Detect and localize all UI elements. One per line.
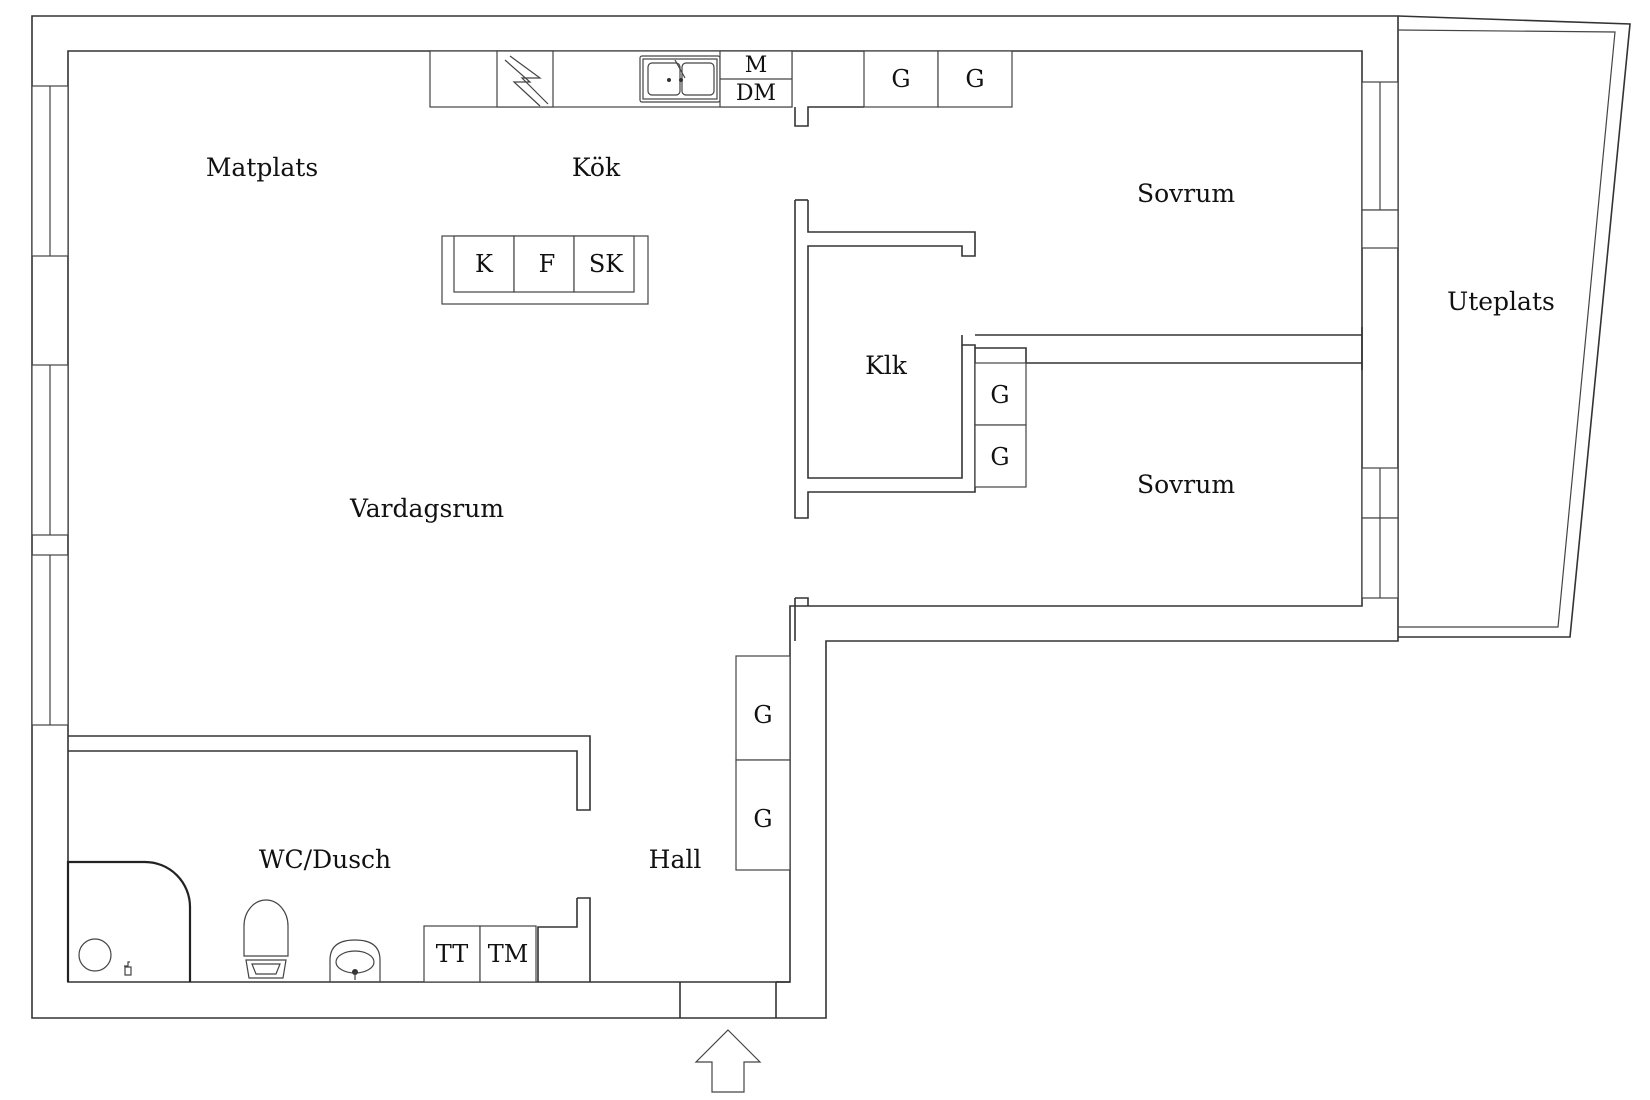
closet-label: G bbox=[753, 701, 772, 729]
closet-label: G bbox=[990, 381, 1009, 409]
room-label-uteplats: Uteplats bbox=[1447, 287, 1555, 316]
washer-label: TM bbox=[488, 940, 529, 968]
fridge-label: K bbox=[475, 250, 494, 278]
appliance-block bbox=[719, 50, 793, 108]
closet-block-hall bbox=[735, 655, 791, 871]
room-label-vardagsrum: Vardagsrum bbox=[349, 494, 504, 523]
windows-right bbox=[1361, 81, 1399, 599]
room-label-matplats: Matplats bbox=[206, 153, 318, 182]
kitchen-sink-icon bbox=[639, 55, 721, 103]
freezer-label: F bbox=[539, 250, 556, 278]
terrace-outline bbox=[1397, 15, 1631, 638]
room-label-klk: Klk bbox=[865, 351, 908, 380]
interior-walls bbox=[68, 106, 1363, 1018]
washbasin-icon bbox=[329, 939, 381, 983]
shower-icon bbox=[66, 860, 192, 982]
closet-block-bedroom1 bbox=[863, 50, 1013, 108]
dryer-label: TT bbox=[436, 940, 468, 968]
toilet-icon bbox=[243, 899, 289, 979]
laundry-block bbox=[423, 925, 537, 983]
closet-label: G bbox=[990, 443, 1009, 471]
closet-block-bedroom2 bbox=[974, 362, 1027, 488]
room-label-hall: Hall bbox=[649, 845, 702, 874]
dishwasher-label: DM bbox=[736, 81, 776, 106]
room-label-kok: Kök bbox=[572, 153, 621, 182]
windows-left bbox=[31, 85, 69, 726]
room-label-sovrum: Sovrum bbox=[1137, 179, 1235, 208]
kitchen-island bbox=[441, 235, 649, 305]
entrance-arrow-icon bbox=[694, 1029, 762, 1093]
stove-icon bbox=[496, 50, 554, 108]
closet-label: G bbox=[965, 65, 984, 93]
room-label-wc-dusch: WC/Dusch bbox=[259, 845, 391, 874]
cabinet-label: SK bbox=[589, 250, 624, 278]
room-label-sovrum: Sovrum bbox=[1137, 470, 1235, 499]
closet-label: G bbox=[753, 805, 772, 833]
microwave-label: M bbox=[745, 53, 768, 78]
closet-label: G bbox=[891, 65, 910, 93]
